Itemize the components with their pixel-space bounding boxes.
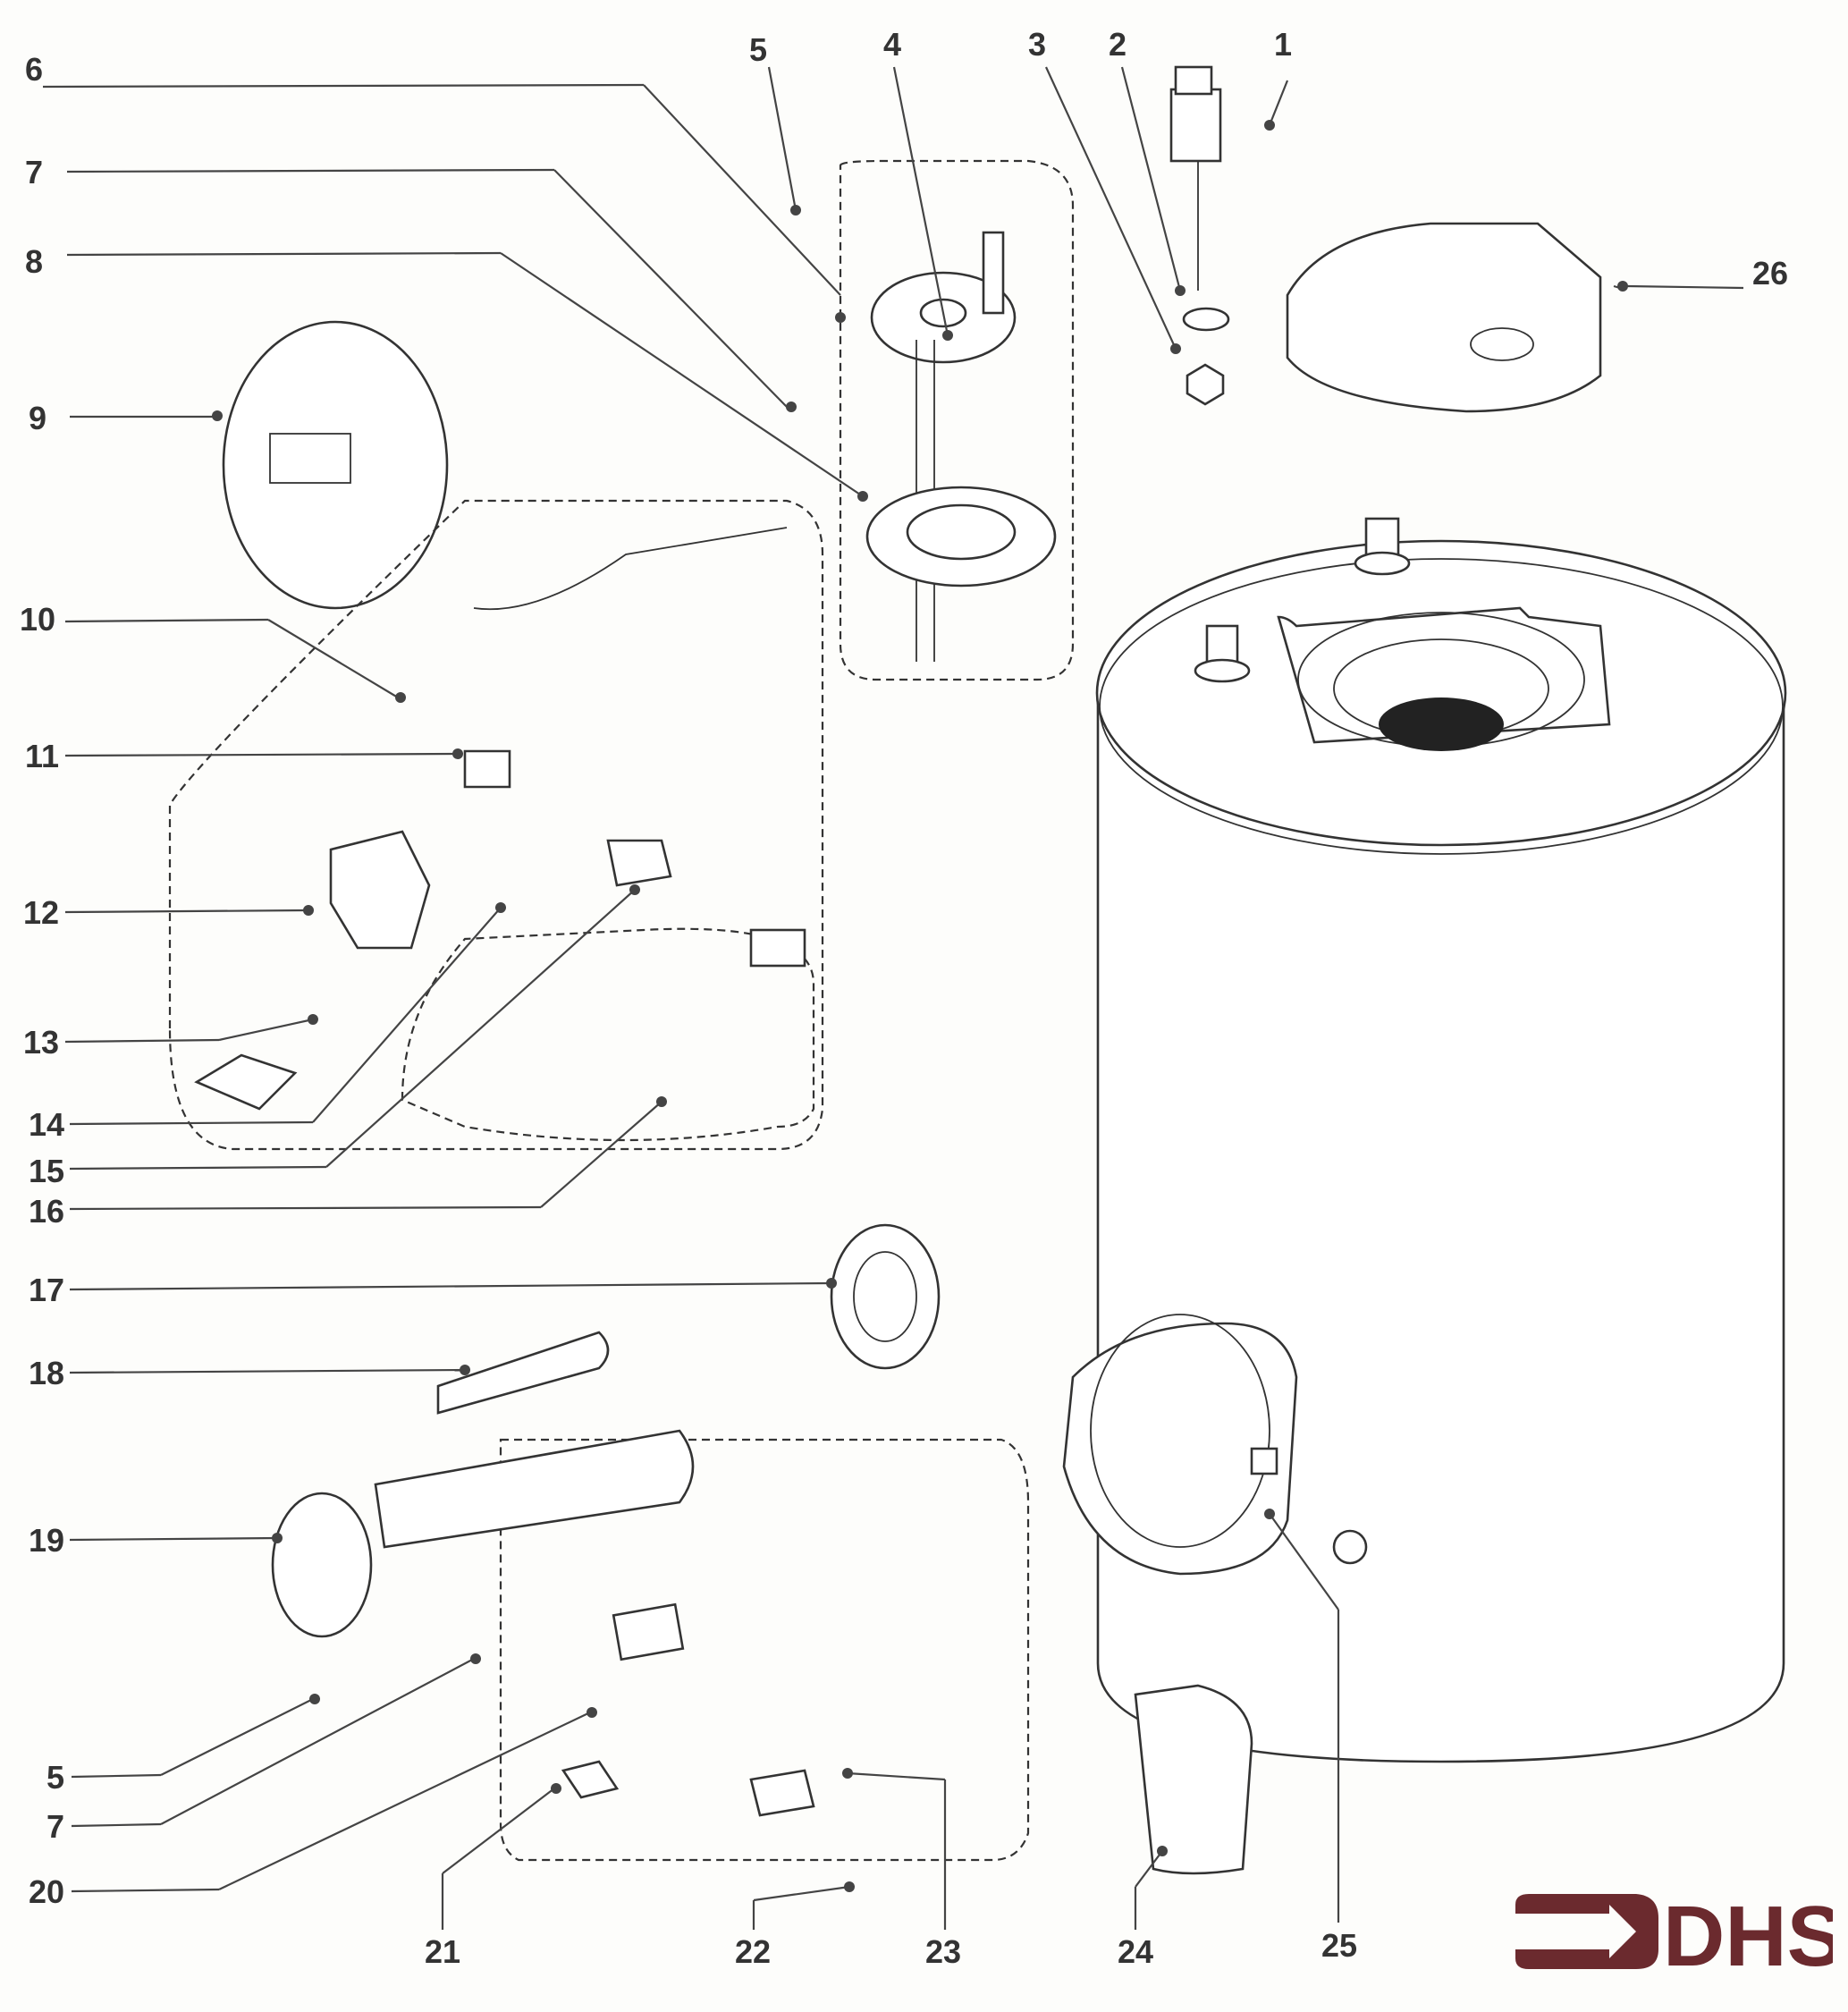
water-heater-tank xyxy=(1095,517,1787,1763)
callout-10: 10 xyxy=(20,601,55,638)
callout-25: 25 xyxy=(1321,1927,1357,1964)
callout-11: 11 xyxy=(25,738,59,774)
logo-arrow-icon xyxy=(1515,1894,1658,1969)
callout-labels: 1 2 3 4 5 6 7 8 9 10 11 12 13 14 15 16 1… xyxy=(20,26,1788,1970)
disc-cover xyxy=(222,320,449,610)
callout-26: 26 xyxy=(1752,255,1788,292)
callout-6: 6 xyxy=(25,51,43,88)
callout-7-bottom: 7 xyxy=(46,1808,64,1845)
secondary-assembly-outline xyxy=(499,1438,1030,1862)
callout-3: 3 xyxy=(1028,26,1046,63)
leader-lines xyxy=(42,66,1744,1930)
callout-20: 20 xyxy=(29,1873,64,1910)
callout-23: 23 xyxy=(925,1933,961,1970)
element-cover-housing xyxy=(1062,1314,1298,1576)
dhs-logo: DHS xyxy=(1515,1889,1833,1976)
callout-24: 24 xyxy=(1118,1933,1153,1970)
callout-18: 18 xyxy=(29,1355,64,1391)
callout-5-bottom: 5 xyxy=(46,1759,64,1796)
top-cover xyxy=(1286,222,1602,413)
callout-4: 4 xyxy=(883,26,901,63)
thermostat-assembly-outline xyxy=(168,499,824,1151)
top-flange-assembly xyxy=(839,159,1075,681)
callout-5-top: 5 xyxy=(749,31,767,68)
callout-1: 1 xyxy=(1274,26,1292,63)
logo-text: DHS xyxy=(1663,1889,1833,1976)
callout-21: 21 xyxy=(425,1933,460,1970)
relief-valve xyxy=(1169,65,1230,406)
callout-16: 16 xyxy=(29,1193,64,1230)
mounting-bracket xyxy=(1134,1684,1253,1875)
callout-19: 19 xyxy=(29,1522,64,1559)
callout-22: 22 xyxy=(735,1933,771,1970)
callout-7-top: 7 xyxy=(25,154,43,190)
internal-parts xyxy=(194,527,941,1817)
callout-14: 14 xyxy=(29,1106,64,1143)
callout-12: 12 xyxy=(23,894,59,931)
callout-17: 17 xyxy=(29,1272,64,1308)
callout-9: 9 xyxy=(29,400,46,436)
callout-15: 15 xyxy=(29,1153,64,1189)
callout-8: 8 xyxy=(25,243,43,280)
leader-bullets xyxy=(212,120,1628,1892)
callout-13: 13 xyxy=(23,1024,59,1061)
callout-2: 2 xyxy=(1109,26,1127,63)
